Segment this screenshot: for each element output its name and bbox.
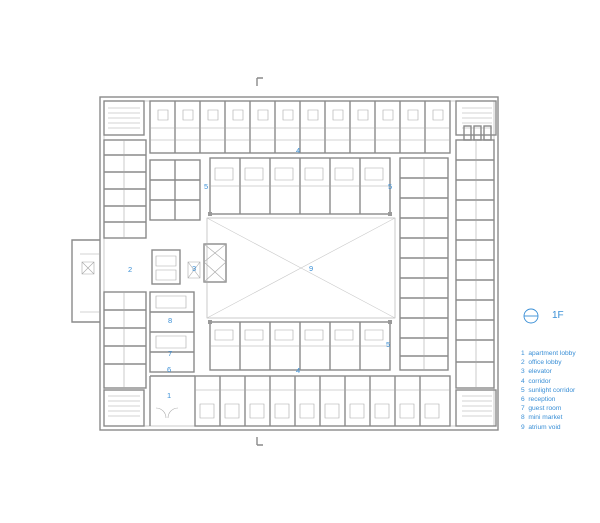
- label-mini-market: 8: [168, 316, 172, 325]
- stair-sw: [103, 389, 145, 427]
- label-guest-room: 7: [168, 349, 172, 358]
- label-sunlight-corridor-west: 5: [204, 182, 208, 191]
- legend-item: 7 guest room: [521, 405, 562, 413]
- room-column-west-inner: [149, 159, 201, 373]
- legend-item: 6 reception: [521, 396, 556, 404]
- room-row-south: [194, 375, 451, 427]
- building-outline: [71, 96, 499, 431]
- label-sunlight-corridor-east: 5: [386, 340, 390, 349]
- label-elevator: 3: [192, 264, 196, 273]
- legend-item: 4 corridor: [521, 377, 551, 385]
- stair-ne: [455, 100, 497, 141]
- legend-item: 8 mini market: [521, 414, 563, 422]
- room-row-north: [149, 100, 451, 154]
- stair-se: [455, 389, 497, 427]
- atrium-void: [206, 217, 396, 319]
- legend-item: 3 elevator: [521, 368, 552, 376]
- elevator-core: [151, 243, 227, 285]
- room-column-west: [103, 139, 147, 389]
- label-corridor-north: 4: [296, 146, 300, 155]
- legend: 1 apartment lobby 2 office lobby 3 eleva…: [521, 349, 576, 432]
- label-atrium-void: 9: [309, 264, 313, 273]
- label-sunlight-corridor-north-east: 5: [388, 182, 392, 191]
- room-column-east-inner: [399, 157, 449, 371]
- legend-item: 5 sunlight corridor: [521, 386, 576, 394]
- floor-label: 1F: [552, 310, 564, 321]
- label-reception: 6: [167, 365, 171, 374]
- space-numbers: 1 2 3 4 4 5 5 5 6 7 8 9: [128, 146, 392, 400]
- stair-nw: [103, 100, 145, 136]
- legend-item: 9 atrium void: [521, 423, 561, 431]
- room-row-north-inner: [208, 157, 392, 216]
- room-column-east: [455, 139, 495, 389]
- label-apartment-lobby: 1: [167, 391, 171, 400]
- section-markers: [256, 77, 263, 446]
- legend-item: 1 apartment lobby: [521, 350, 576, 357]
- apartment-lobby-entry: [149, 375, 195, 426]
- room-row-south-inner: [208, 320, 392, 371]
- label-corridor-south: 4: [296, 366, 300, 375]
- legend-item: 2 office lobby: [521, 359, 562, 367]
- label-office-lobby: 2: [128, 265, 132, 274]
- floor-marker-icon: [523, 308, 539, 324]
